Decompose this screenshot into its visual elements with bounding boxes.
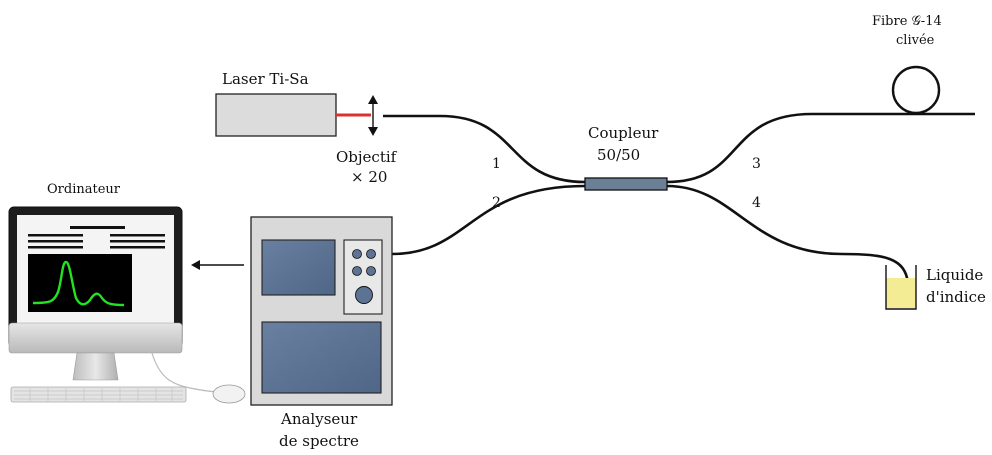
analyzer-large-knob	[355, 286, 373, 304]
monitor-chin	[8, 322, 183, 354]
objective-label-line2: × 20	[351, 168, 387, 186]
fiber-network	[383, 112, 975, 284]
analyzer-knob-2	[366, 249, 376, 259]
keyboard-keys	[14, 388, 183, 401]
analyzer-label-line2: de spectre	[279, 432, 359, 450]
data-arrowhead	[191, 260, 200, 270]
liquid-label-line1: Liquide	[926, 266, 983, 284]
analyzer-knob-3	[352, 266, 362, 276]
objective-arrowhead-top	[368, 95, 378, 104]
screen-text-line-3	[110, 234, 165, 237]
computer-label: Ordinateur	[47, 182, 121, 197]
analyzer-label-line1: Analyseur	[280, 410, 358, 428]
coupler: Coupleur 50/50	[584, 124, 668, 191]
fiber-coil-loop	[891, 65, 941, 115]
fiber-arm-3	[666, 112, 975, 184]
objective-arrowhead-bottom	[368, 127, 378, 136]
laser-label: Laser Ti-Sa	[222, 70, 309, 88]
objective-label-line1: Objectif	[336, 148, 398, 166]
liquid-fill	[886, 278, 916, 308]
mouse	[212, 384, 246, 404]
monitor-stand	[72, 352, 119, 381]
beaker-outline	[885, 265, 917, 310]
analyzer-top-screen	[261, 239, 336, 296]
screen-text-line-7	[110, 246, 165, 249]
liquid-label-line2: d'indice	[926, 288, 986, 306]
port-label-3: 3	[752, 156, 761, 172]
screen-text-line-4	[28, 240, 83, 243]
screen-text-line-5	[110, 240, 165, 243]
coupler-label-line2: 50/50	[597, 146, 640, 164]
port-label-1: 1	[492, 156, 501, 172]
computer: Ordinateur	[8, 182, 246, 404]
mouse-cable	[151, 352, 221, 393]
analyzer-bottom-panel	[261, 321, 382, 394]
analyzer-knob-1	[352, 249, 362, 259]
port-label-2: 2	[492, 195, 501, 211]
index-liquid-beaker: Liquide d'indice	[885, 265, 986, 310]
fiber-arm-2	[391, 184, 586, 256]
laser-source: Laser Ti-Sa	[215, 70, 371, 137]
analyzer-knob-4	[366, 266, 376, 276]
fiber-arm-4	[666, 184, 910, 284]
screen-text-line-2	[28, 234, 83, 237]
fiber-label-line1: Fibre 𝒢-14	[872, 14, 942, 29]
port-label-4: 4	[752, 195, 761, 211]
screen-text-line-1	[70, 226, 125, 229]
fiber-label-line2: clivée	[896, 33, 935, 48]
fiber-arm-1	[383, 114, 586, 184]
fiber-coil: Fibre 𝒢-14 clivée	[872, 14, 942, 115]
screen-text-line-6	[28, 246, 83, 249]
screen-spectrum-trace	[32, 260, 125, 307]
data-arrow	[191, 260, 244, 270]
coupler-body	[584, 177, 668, 191]
keyboard	[10, 386, 187, 403]
spectrum-analyzer: Analyseur de spectre	[250, 216, 393, 450]
coupler-label-line1: Coupleur	[588, 124, 659, 142]
objective-lens: Objectif × 20	[336, 95, 398, 186]
laser-box	[215, 93, 337, 137]
